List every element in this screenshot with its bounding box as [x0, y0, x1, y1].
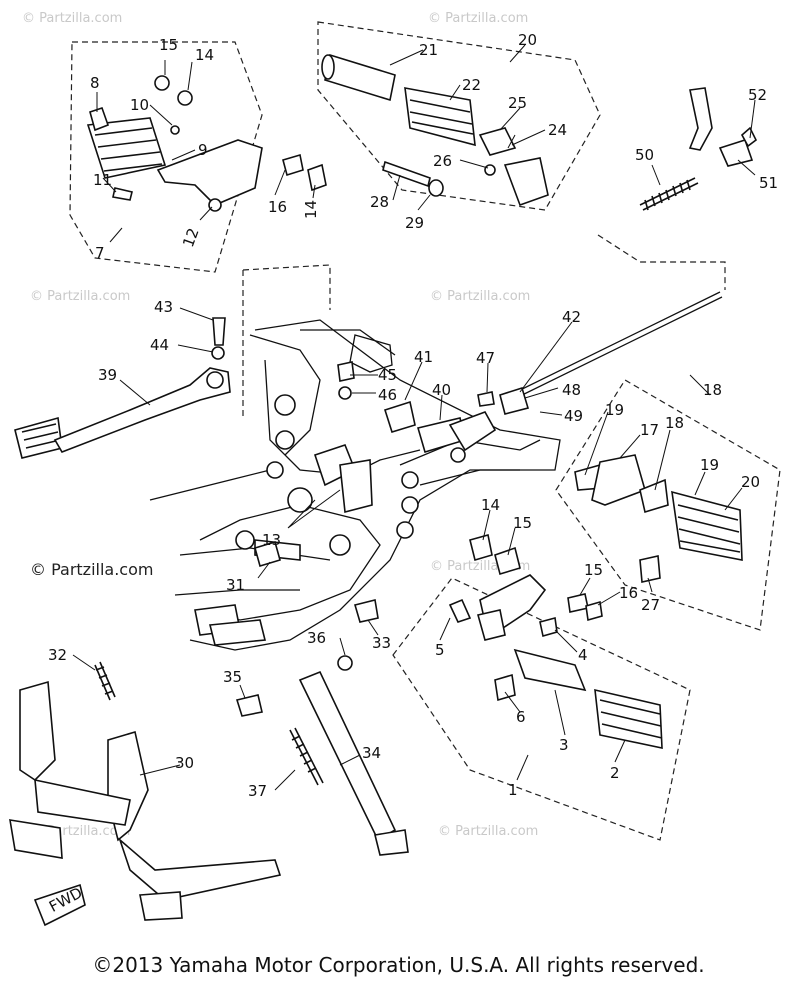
callout-33: 30 [175, 754, 194, 772]
callout-35: 32 [48, 646, 67, 664]
callout-39: 36 [307, 629, 326, 647]
callout-21: 17 [640, 421, 659, 439]
watermark: © Partzilla.com [30, 560, 153, 579]
callout-19: 19 [700, 456, 719, 474]
callout-17: 15 [159, 36, 178, 54]
callout-47: 45 [378, 366, 397, 384]
callout-18: 18 [703, 381, 722, 399]
callout-44: 42 [562, 308, 581, 326]
callout-13: 13 [262, 531, 281, 549]
callout-14b: 14 [481, 496, 500, 514]
callouts: 15 14 8 10 9 11 12 16 14 7 21 20 22 25 2… [48, 31, 778, 800]
watermark: © Partzilla.com [22, 11, 122, 26]
callout-41: 39 [98, 366, 117, 384]
callout-49: 47 [476, 349, 495, 367]
group-box-18 [555, 379, 781, 631]
brake-rod-assembly [477, 87, 758, 415]
footrest-assembly-left [86, 75, 327, 212]
footrest-assembly-right [574, 454, 743, 583]
side-stand [235, 655, 409, 856]
callout-16: 14 [195, 46, 214, 64]
brake-pedal [14, 317, 231, 459]
callout-31: 28 [370, 193, 389, 211]
callout-9: 9 [198, 141, 208, 159]
leader-lines [72, 44, 756, 791]
center-stand: FWD [9, 661, 282, 927]
callout-26: 22 [462, 76, 481, 94]
callout-36: 33 [372, 634, 391, 652]
callout-52: 50 [635, 146, 654, 164]
watermark: © Partzilla.com [430, 289, 530, 304]
frame-section [149, 319, 561, 651]
callout-5: 5 [435, 641, 445, 659]
callout-16b: 15 [584, 561, 603, 579]
callout-45: 43 [154, 298, 173, 316]
callout-53: 51 [759, 174, 778, 192]
callout-22: 18 [665, 414, 684, 432]
callout-42: 40 [432, 381, 451, 399]
footrest-assembly-rear [321, 53, 549, 207]
watermark: © Partzilla.com [428, 11, 528, 26]
group-box-24 [317, 21, 601, 211]
callout-48: 46 [378, 386, 397, 404]
callout-50: 48 [562, 381, 581, 399]
callout-10: 10 [130, 96, 149, 114]
callout-28: 25 [508, 94, 527, 112]
callout-46: 44 [150, 336, 169, 354]
callout-54: 52 [748, 86, 767, 104]
callout-1: 1 [508, 781, 518, 799]
callout-11: 11 [93, 171, 112, 189]
callout-17b: 16 [619, 584, 638, 602]
callout-29: 26 [433, 152, 452, 170]
watermark: © Partzilla.com [30, 289, 130, 304]
callout-15b: 15 [513, 514, 532, 532]
callout-3: 3 [559, 736, 569, 754]
pivot-parts [254, 361, 521, 623]
callout-37: 34 [362, 744, 381, 762]
callout-24: 20 [518, 31, 537, 49]
callout-40: 37 [248, 782, 267, 800]
callout-34: 31 [226, 576, 245, 594]
pedal-frame-link [242, 264, 331, 420]
footrest-assembly-front [448, 574, 663, 749]
callout-14: 14 [302, 200, 320, 219]
group-box-7 [69, 41, 263, 273]
callout-7: 7 [95, 244, 105, 262]
copyright-notice: ©2013 Yamaha Motor Corporation, U.S.A. A… [92, 953, 705, 977]
callout-15: 16 [268, 198, 287, 216]
callout-32: 29 [405, 214, 424, 232]
cable-link [597, 234, 726, 290]
callout-25: 21 [419, 41, 438, 59]
callout-2: 2 [610, 764, 620, 782]
callout-43: 41 [414, 348, 433, 366]
callout-27: 24 [548, 121, 567, 139]
callout-23: 19 [605, 401, 624, 419]
callout-12: 12 [179, 226, 202, 250]
group-box-1 [392, 577, 691, 841]
callout-6: 6 [516, 708, 526, 726]
callout-20: 20 [741, 473, 760, 491]
callout-38: 35 [223, 668, 242, 686]
callout-51: 49 [564, 407, 583, 425]
callout-30: 27 [641, 596, 660, 614]
callout-8: 8 [90, 74, 100, 92]
callout-4: 4 [578, 646, 588, 664]
watermark: © Partzilla.com [438, 824, 538, 839]
